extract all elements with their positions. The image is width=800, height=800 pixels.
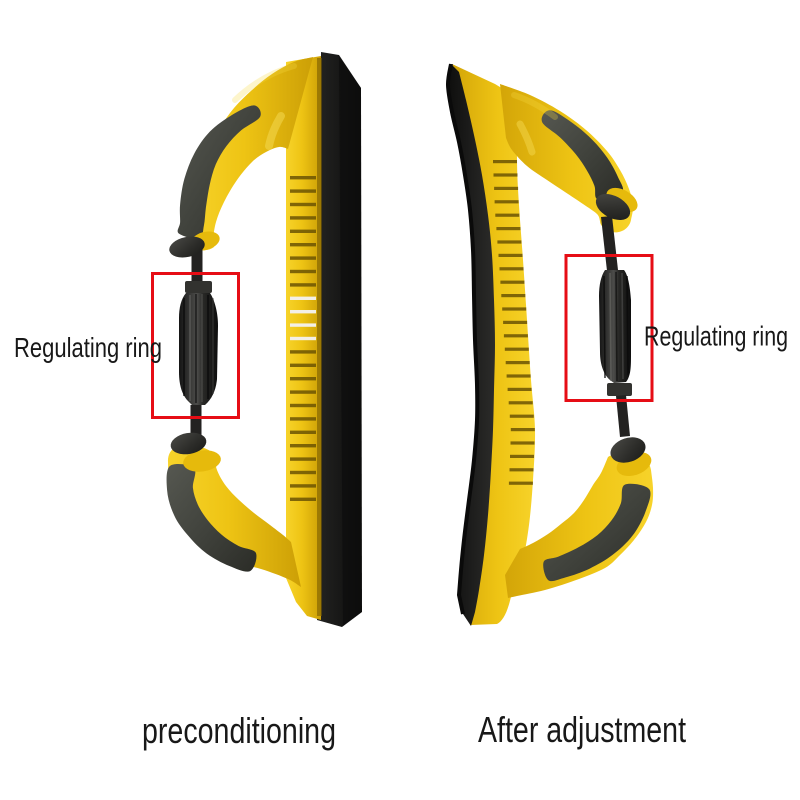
svg-text:Regulating ring: Regulating ring (14, 332, 162, 363)
svg-text:After adjustment: After adjustment (478, 709, 686, 750)
svg-text:preconditioning: preconditioning (142, 710, 336, 751)
svg-text:Regulating ring: Regulating ring (644, 321, 788, 352)
